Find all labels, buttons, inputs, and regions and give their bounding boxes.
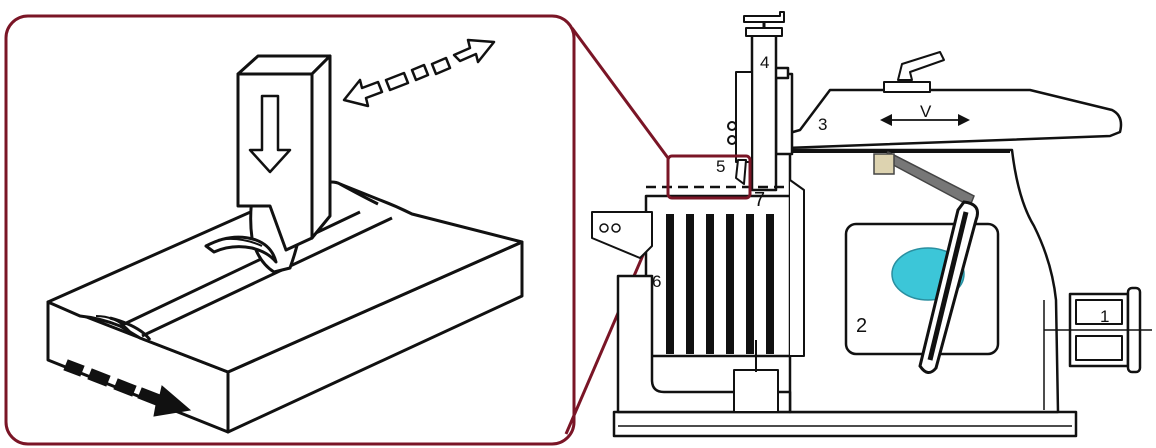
groove-edge (95, 315, 133, 335)
tool-head-handwheel (743, 11, 785, 23)
tool-feed-arrow-down (248, 94, 292, 174)
link-pivot-block (873, 153, 895, 175)
chip-curl-line (217, 237, 263, 247)
arrow-cut-stroke-seg1 (430, 56, 452, 76)
v-arrow-head-left (880, 114, 892, 126)
groove-line-3 (339, 182, 379, 206)
feed-dash-1 (63, 359, 85, 377)
callout-connector-top (570, 27, 670, 159)
ram-front-block (774, 72, 794, 156)
clapper-box (735, 71, 753, 163)
label-7: 7 (754, 189, 765, 211)
arrow-return-stroke (342, 78, 384, 108)
table-slots (666, 214, 774, 354)
ram (784, 88, 1123, 150)
column-front-edge (789, 179, 805, 357)
label-3: 3 (818, 115, 827, 134)
clapper-bolt-1 (727, 121, 737, 131)
label-4: 4 (760, 53, 769, 72)
table-slot (706, 214, 714, 354)
drive-motor (1044, 286, 1152, 374)
chip-curl-front (204, 235, 278, 264)
tool-head-slide (750, 32, 778, 192)
groove-line-2 (141, 216, 393, 338)
table-slot (766, 214, 774, 354)
ram-clamp-lever (897, 51, 945, 81)
label-5: 5 (716, 157, 725, 176)
reciprocating-arrows (342, 38, 496, 108)
v-arrow-head-right (958, 114, 970, 126)
cross-rail-knob-2 (611, 223, 621, 233)
label-1: 1 (1100, 307, 1109, 326)
table-slot (686, 214, 694, 354)
stroke-direction-v: V (880, 102, 970, 126)
label-6: 6 (652, 272, 661, 291)
feed-dash-2 (87, 368, 111, 387)
feed-arrow-head (137, 385, 192, 417)
feed-dash-3 (113, 378, 137, 397)
slotted-lever-slot (927, 211, 969, 361)
detail-highlight-box (666, 154, 752, 200)
tool-bit (735, 159, 747, 185)
motor-window-top (1075, 299, 1123, 325)
machine-base (612, 410, 1078, 438)
arrow-return-seg2 (384, 71, 410, 92)
clapper-bolt-2 (727, 135, 737, 145)
table-slot (746, 214, 754, 354)
label-2: 2 (856, 315, 867, 337)
table-slot (726, 214, 734, 354)
cutting-tool (236, 54, 332, 252)
label-v: V (920, 102, 932, 121)
crank-mechanism (844, 150, 1000, 374)
cross-rail-knob-1 (599, 223, 609, 233)
tool-head-collar (745, 27, 783, 37)
groove-line-1 (119, 210, 361, 328)
feed-direction-arrow (63, 359, 192, 417)
cross-rail (591, 211, 653, 259)
arrow-return-seg3 (410, 63, 430, 82)
table-screw-housing (733, 369, 779, 413)
table-slot (666, 214, 674, 354)
ram-clamp-handle (883, 81, 931, 93)
arrow-cut-stroke (452, 38, 496, 64)
tool-side-face (310, 54, 332, 240)
motor-window-bottom (1075, 335, 1123, 361)
